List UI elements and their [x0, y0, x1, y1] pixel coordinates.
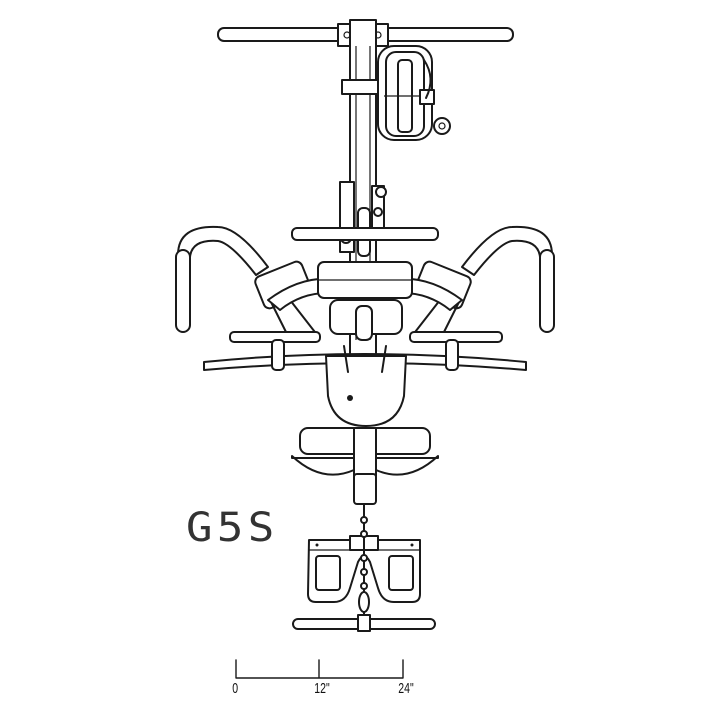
chain [358, 503, 370, 621]
scale-bar [235, 659, 404, 679]
chest-frame [267, 261, 463, 311]
low-row-handle [292, 614, 436, 632]
scale-tick-12: 12" [314, 680, 330, 697]
leg-developer [291, 427, 439, 505]
model-label: G5S [186, 505, 279, 551]
seat [325, 345, 407, 427]
press-crossbar [291, 227, 439, 241]
scale-tick-0: 0 [232, 680, 239, 697]
weight-stack [377, 45, 451, 141]
back-pad [329, 299, 403, 341]
scale-tick-24: 24" [398, 680, 414, 697]
